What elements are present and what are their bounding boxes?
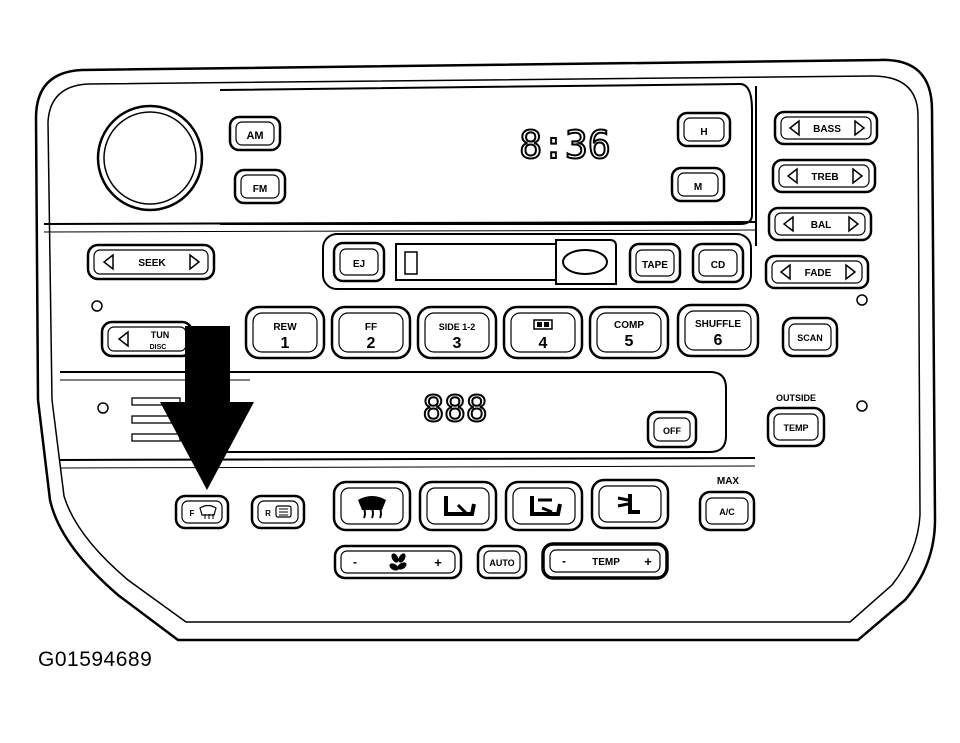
- front-defrost-label: F: [190, 509, 195, 518]
- auto-button[interactable]: AUTO: [476, 544, 528, 580]
- front-defrost-button[interactable]: F: [174, 494, 230, 530]
- screw: [97, 402, 109, 414]
- tune-label-2: DISC: [150, 344, 167, 351]
- floor-airflow-icon: [444, 496, 476, 516]
- treble-label: TREB: [811, 172, 838, 183]
- preset-top-label: COMP: [614, 320, 644, 331]
- preset-number: 1: [281, 335, 290, 352]
- bass-button[interactable]: BASS: [773, 110, 879, 146]
- defrost-mode-button[interactable]: [332, 480, 412, 532]
- temperature-display: 888: [422, 389, 487, 430]
- minute-label: M: [694, 182, 702, 193]
- bass-label: BASS: [813, 124, 841, 135]
- max-label: MAX: [717, 476, 740, 487]
- seek-button[interactable]: SEEK: [86, 243, 216, 281]
- eject-label: EJ: [353, 259, 365, 270]
- fan-icon: [389, 553, 407, 571]
- preset-number: 2: [367, 335, 376, 352]
- figure-id: G01594689: [38, 648, 153, 671]
- ac-label: A/C: [719, 507, 735, 517]
- temp-minus: -: [562, 554, 566, 568]
- scan-label: SCAN: [797, 333, 823, 343]
- outside-temp-button[interactable]: TEMP: [766, 406, 826, 448]
- balance-button[interactable]: BAL: [767, 206, 873, 242]
- rear-defrost-label: R: [265, 509, 271, 518]
- temp-slider-label: TEMP: [592, 557, 620, 568]
- face-airflow-icon: [617, 494, 640, 514]
- cd-button[interactable]: CD: [691, 242, 745, 284]
- temperature-button[interactable]: - TEMP +: [541, 542, 669, 580]
- temp-button-label: TEMP: [783, 423, 808, 433]
- seek-label: SEEK: [138, 258, 166, 269]
- preset-number: 6: [714, 332, 723, 349]
- auto-label: AUTO: [489, 558, 514, 568]
- off-button[interactable]: OFF: [646, 410, 698, 449]
- fan-plus: +: [434, 555, 442, 570]
- outside-label: OUTSIDE: [776, 393, 816, 403]
- tape-button[interactable]: TAPE: [628, 242, 682, 284]
- rear-defrost-button[interactable]: R: [250, 494, 306, 530]
- hour-button[interactable]: H: [676, 111, 732, 148]
- cassette-slot: [395, 239, 617, 285]
- screw: [856, 294, 868, 306]
- preset-button-4[interactable]: 4: [502, 305, 584, 360]
- tune-label: TUN: [151, 330, 170, 340]
- preset-top-label: SIDE 1-2: [439, 322, 476, 332]
- hour-label: H: [700, 127, 707, 138]
- ac-button[interactable]: A/C: [698, 490, 756, 532]
- bi-level-mode-button[interactable]: [504, 480, 584, 532]
- windshield-defrost-icon: [358, 496, 386, 519]
- am-button[interactable]: AM: [228, 115, 282, 152]
- treble-button[interactable]: TREB: [771, 158, 877, 194]
- screw: [91, 300, 103, 312]
- cd-label: CD: [711, 260, 725, 271]
- preset-button-1[interactable]: REW 1: [244, 305, 326, 360]
- clock-display: 8:36: [519, 123, 611, 167]
- floor-mode-button[interactable]: [418, 480, 498, 532]
- temp-plus: +: [644, 554, 652, 569]
- arrow-down-icon: [160, 326, 254, 490]
- tune-button[interactable]: TUN DISC: [100, 320, 194, 358]
- preset-button-6[interactable]: SHUFFLE 6: [676, 303, 760, 358]
- fm-button[interactable]: FM: [233, 168, 287, 205]
- fade-label: FADE: [805, 268, 832, 279]
- preset-top-label: REW: [273, 322, 297, 333]
- preset-number: 4: [539, 335, 548, 352]
- preset-button-2[interactable]: FF 2: [330, 305, 412, 360]
- cassette-icon: [533, 319, 553, 330]
- fan-minus: -: [353, 555, 357, 569]
- minute-button[interactable]: M: [670, 166, 726, 203]
- vent-mode-button[interactable]: [590, 478, 670, 530]
- bi-level-airflow-icon: [530, 496, 562, 516]
- fm-label: FM: [253, 184, 267, 195]
- preset-top-label: SHUFFLE: [695, 319, 741, 330]
- preset-number: 5: [625, 333, 634, 350]
- preset-button-3[interactable]: SIDE 1-2 3: [416, 305, 498, 360]
- balance-label: BAL: [811, 220, 832, 231]
- volume-knob[interactable]: [96, 104, 204, 212]
- fade-button[interactable]: FADE: [764, 254, 870, 290]
- eject-button[interactable]: EJ: [332, 241, 386, 283]
- scan-button[interactable]: SCAN: [781, 316, 839, 358]
- preset-number: 3: [453, 335, 462, 352]
- preset-button-5[interactable]: COMP 5: [588, 305, 670, 360]
- preset-top-label: FF: [365, 322, 377, 333]
- rear-defrost-icon: [275, 505, 292, 518]
- tape-label: TAPE: [642, 260, 668, 271]
- off-label: OFF: [663, 426, 681, 436]
- fan-speed-button[interactable]: - +: [333, 544, 463, 580]
- am-label: AM: [246, 130, 263, 142]
- front-defrost-icon: [199, 504, 217, 519]
- screw: [856, 400, 868, 412]
